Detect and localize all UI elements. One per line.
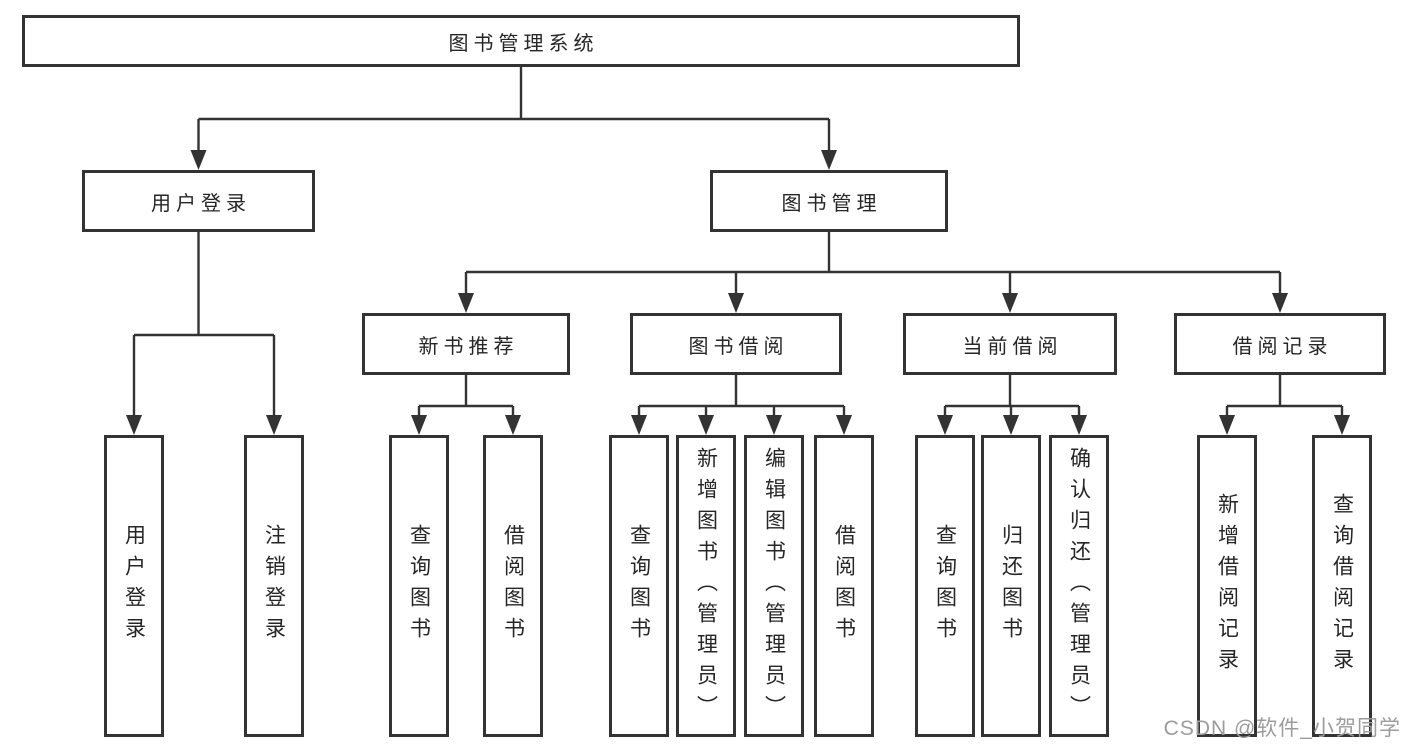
leaf-records-add-record: 新增借阅记录: [1197, 435, 1257, 737]
leaf-records-query-record: 查询借阅记录: [1312, 435, 1372, 737]
csdn-watermark: CSDN @软件_小贺同学: [1163, 717, 1401, 740]
leaf-user-login: 用户登录: [104, 435, 164, 737]
node-book-borrowing: 图书借阅: [630, 313, 842, 375]
node-borrowing-records: 借阅记录: [1174, 313, 1386, 375]
leaf-records-query-record-label: 查询借阅记录: [1330, 493, 1354, 679]
leaf-current-query-book: 查询图书: [915, 435, 975, 737]
leaf-logout-label: 注销登录: [262, 524, 286, 648]
leaf-borrow-add-book-admin-label: 新增图书（管理员）: [694, 446, 718, 726]
leaf-borrow-query-book: 查询图书: [609, 435, 669, 737]
leaf-borrow-edit-book-admin: 编辑图书（管理员）: [744, 435, 804, 737]
leaf-current-confirm-return-admin: 确认归还（管理员）: [1049, 435, 1109, 737]
leaf-borrow-edit-book-admin-label: 编辑图书（管理员）: [762, 446, 786, 726]
node-book-management: 图书管理: [710, 170, 948, 232]
node-user-login: 用户登录: [82, 170, 315, 232]
leaf-borrow-add-book-admin: 新增图书（管理员）: [676, 435, 736, 737]
leaf-logout: 注销登录: [244, 435, 304, 737]
node-new-book-recommendation: 新书推荐: [362, 313, 570, 375]
leaf-recommend-borrow-book: 借阅图书: [483, 435, 543, 737]
leaf-user-login-label: 用户登录: [122, 524, 146, 648]
leaf-current-return-book-label: 归还图书: [999, 524, 1023, 648]
leaf-current-query-book-label: 查询图书: [933, 524, 957, 648]
node-current-borrowing: 当前借阅: [903, 313, 1117, 375]
leaf-current-confirm-return-admin-label: 确认归还（管理员）: [1067, 446, 1091, 726]
leaf-borrow-borrow-book-label: 借阅图书: [832, 524, 856, 648]
node-root: 图书管理系统: [22, 15, 1020, 67]
leaf-current-return-book: 归还图书: [981, 435, 1041, 737]
leaf-recommend-borrow-book-label: 借阅图书: [501, 524, 525, 648]
leaf-records-add-record-label: 新增借阅记录: [1215, 493, 1239, 679]
leaf-recommend-query-book-label: 查询图书: [407, 524, 431, 648]
leaf-borrow-query-book-label: 查询图书: [627, 524, 651, 648]
leaf-borrow-borrow-book: 借阅图书: [814, 435, 874, 737]
leaf-recommend-query-book: 查询图书: [389, 435, 449, 737]
